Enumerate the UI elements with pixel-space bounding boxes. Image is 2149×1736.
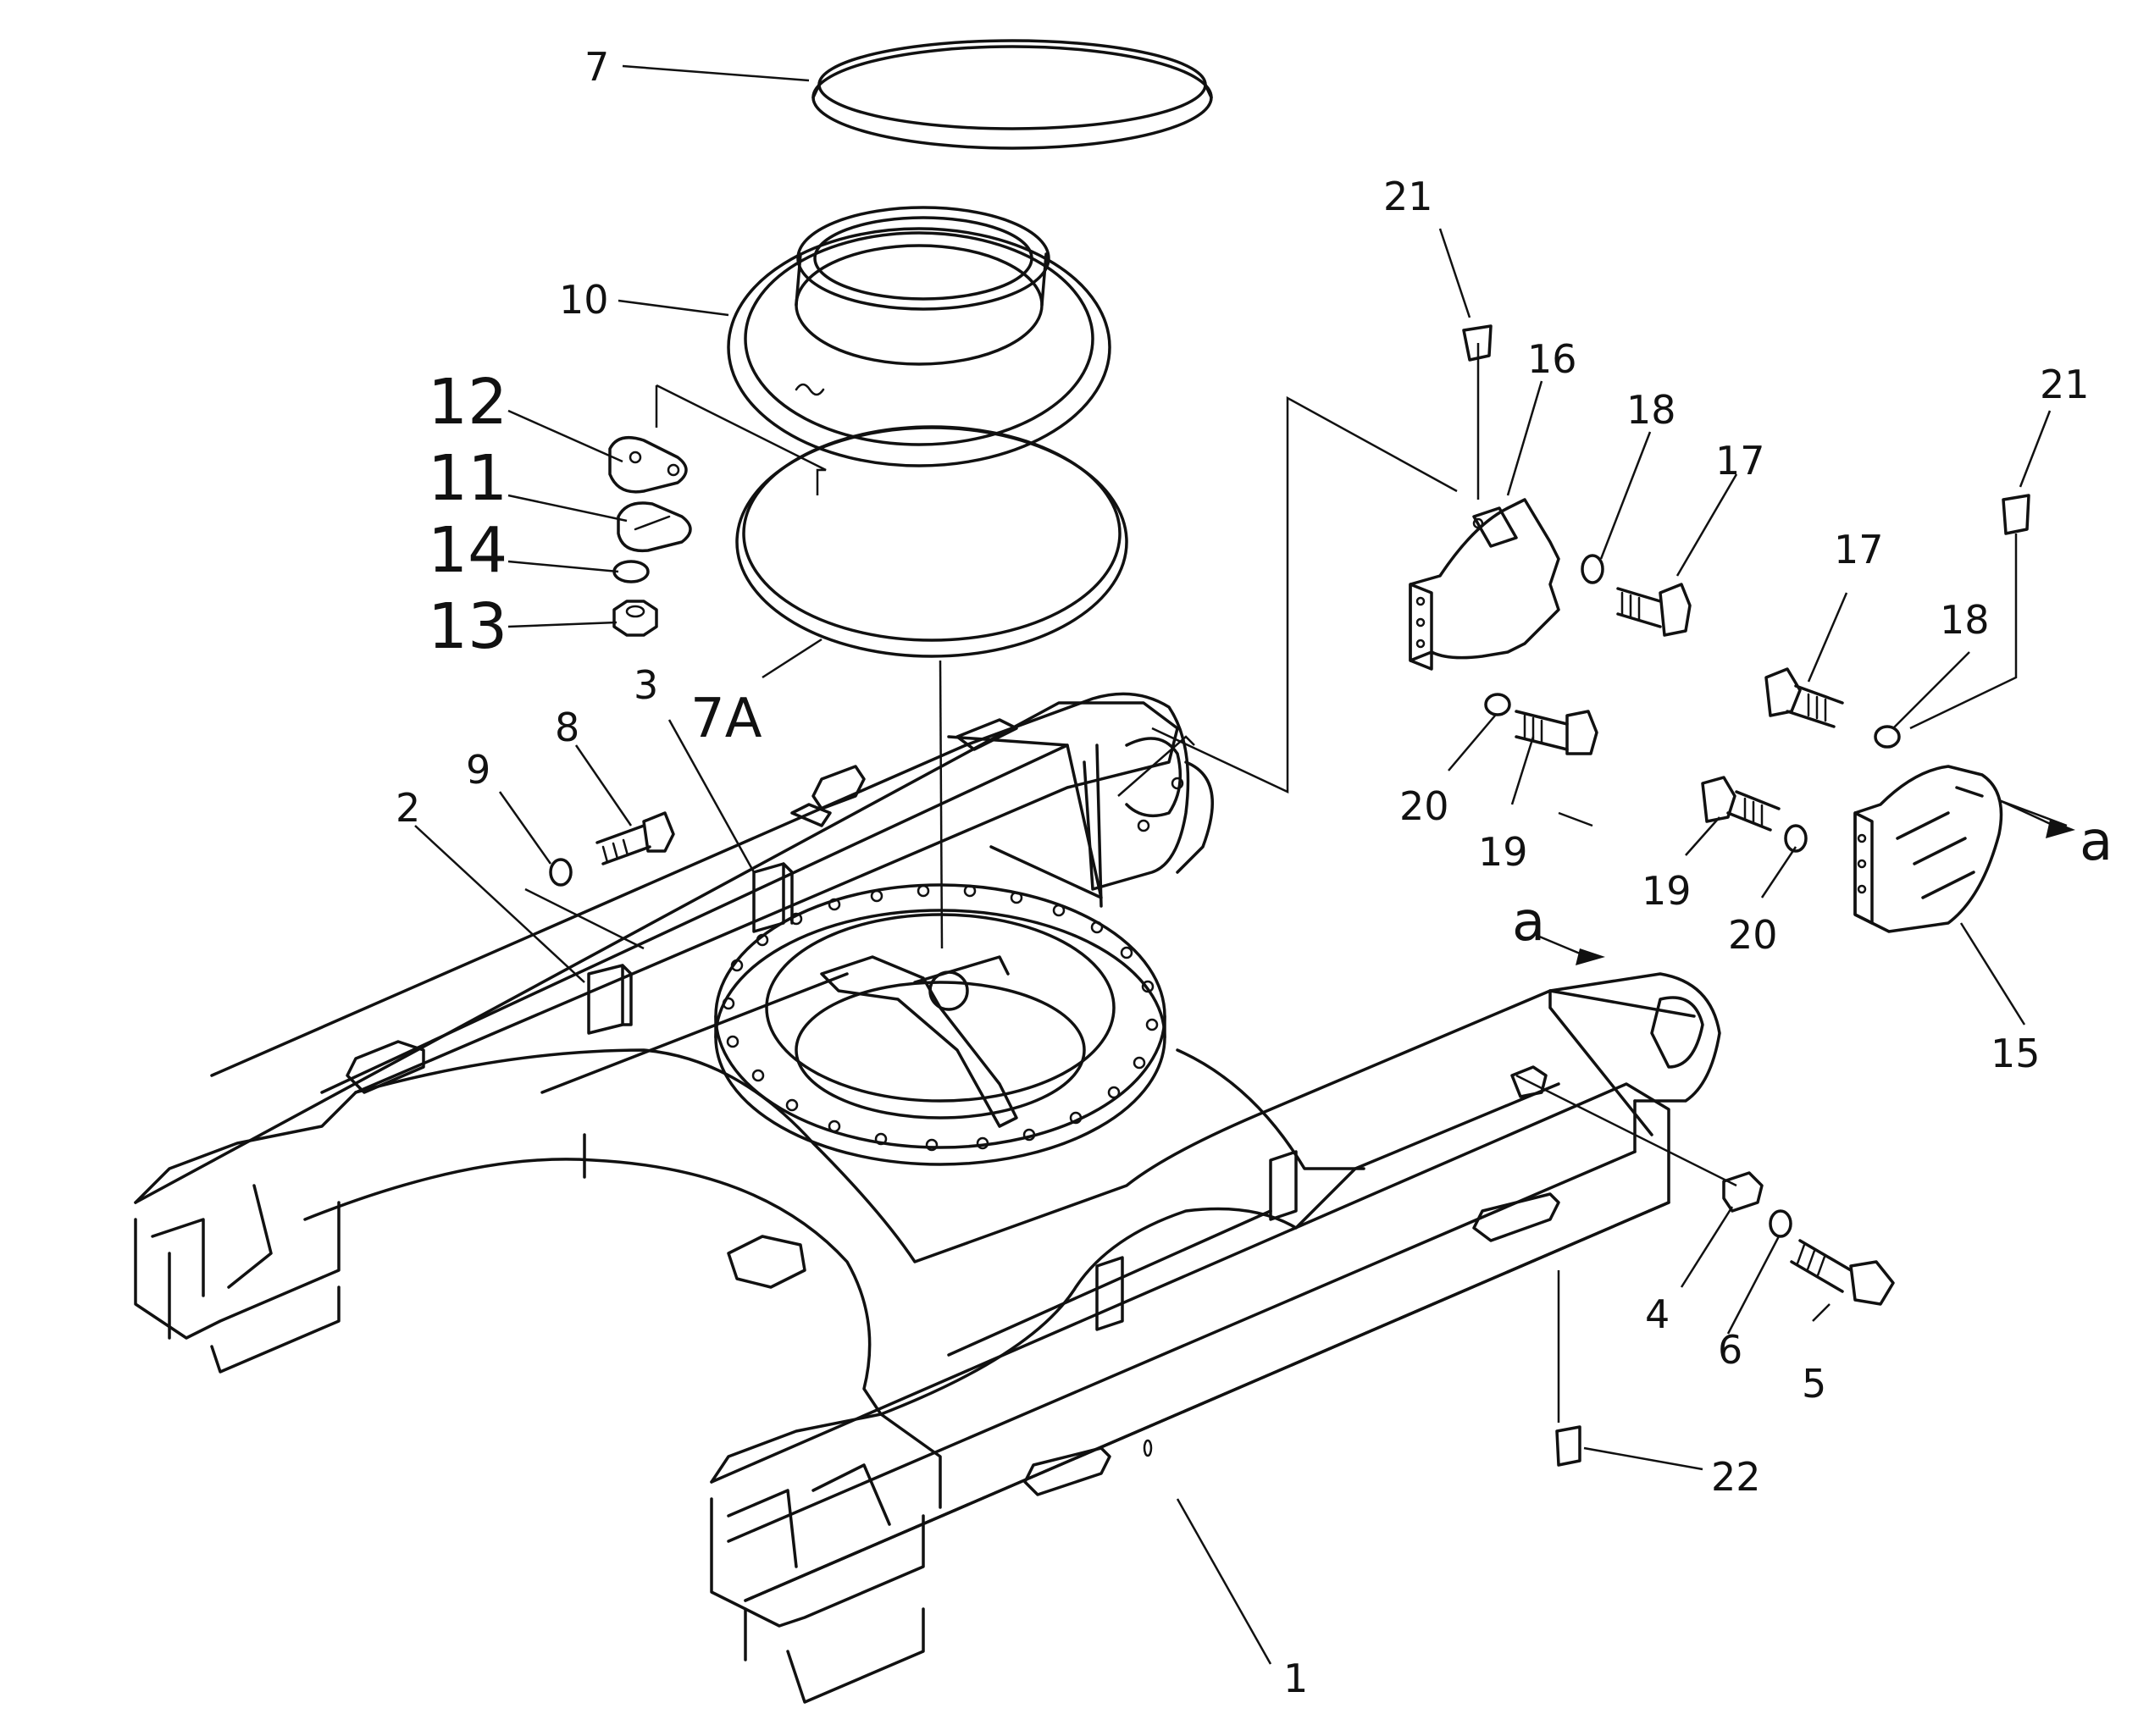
part-18-washer-upper [1581,554,1604,584]
part-14-washer [612,560,650,583]
callout-14: 14 [428,514,507,587]
part-19-bolt-lower [1701,776,1781,832]
part-20-washer-lower [1784,824,1808,853]
callout-19b: 19 [1642,868,1692,914]
callout-leaders [414,64,2052,1665]
part-1-track-frame [134,692,1721,1704]
part-16-cover [1409,498,1560,671]
part-3-block [752,862,794,933]
part-7A-seal [735,425,1128,658]
callout-6: 6 [1718,1327,1742,1373]
callout-2: 2 [396,785,420,831]
part-13-nut [612,600,658,637]
part-11-plate [617,501,692,553]
view-arrow-a1 [1576,948,1605,965]
part-12-plate [608,435,688,494]
callout-labels: 7 10 12 11 14 13 7A 3 8 9 2 1 21 16 18 1… [396,44,2113,1701]
plug-21b-leader [1909,534,2018,730]
part-10-bearing [727,206,1111,467]
cover-16-leader [1151,395,1458,793]
callout-20b: 20 [1728,912,1778,958]
callout-11: 11 [428,442,507,515]
part-21-plug-upper [1462,324,1493,362]
view-marker-a1: a [1512,891,1545,954]
part-9-washer [549,858,573,887]
callout-4: 4 [1645,1291,1670,1337]
part-15-cover [1853,765,2003,933]
part-6-washer [1769,1209,1792,1238]
callout-12: 12 [428,366,507,439]
callout-7A: 7A [690,688,762,750]
part-21-plug-lower [2002,494,2030,535]
bolt-hole-ring [722,884,1159,1152]
rail-guard [346,1040,425,1094]
callout-22: 22 [1711,1454,1761,1500]
callout-18b: 18 [1940,597,1990,643]
callout-8: 8 [555,705,579,750]
part-19-bolt-upper [1515,710,1598,755]
callout-19a: 19 [1478,829,1528,875]
plate-4-leader [1515,1074,1737,1187]
plates-leader [655,384,827,495]
part-22-plug [1555,1425,1581,1467]
part-8-bolt [595,811,675,865]
callout-9: 9 [466,747,490,793]
part-18-washer-lower [1874,725,1901,749]
part-17-bolt-upper [1616,583,1692,637]
callout-17a: 17 [1715,438,1765,484]
callout-18a: 18 [1626,387,1676,433]
view-marker-a2: a [2080,810,2113,873]
leader-2-3-line [524,887,645,950]
callout-16: 16 [1527,336,1577,382]
part-2-block [587,964,633,1035]
part-17-bolt-lower [1764,667,1844,728]
callout-20a: 20 [1399,783,1449,829]
callout-17b: 17 [1834,527,1884,572]
callout-21b: 21 [2040,362,2090,407]
part-7-ring [811,39,1213,150]
callout-5: 5 [1802,1361,1826,1407]
callout-21a: 21 [1383,174,1433,219]
callout-7: 7 [584,44,609,90]
callout-3: 3 [634,662,658,708]
callout-1: 1 [1283,1656,1308,1701]
callout-10: 10 [559,277,609,323]
callout-13: 13 [428,590,507,663]
part-5-bolt [1790,1239,1895,1306]
part-20-washer-upper [1484,693,1511,716]
part-4-plate [1722,1171,1764,1213]
callout-15: 15 [1991,1031,2041,1076]
